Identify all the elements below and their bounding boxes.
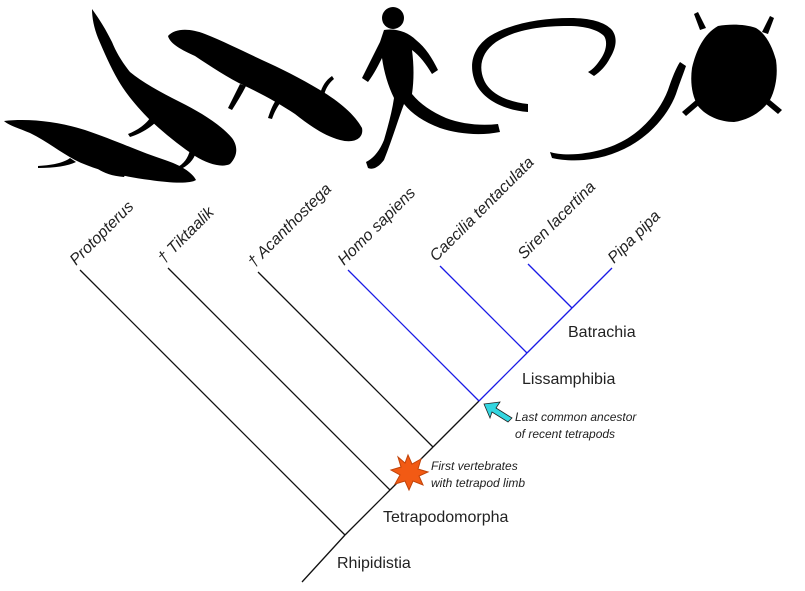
star-icon	[389, 453, 430, 492]
clade-labels: Batrachia Lissamphibia Tetrapodomorpha R…	[337, 324, 636, 572]
taxon-acanthostega: † Acanthostega	[245, 181, 335, 271]
branch-stem-to-lca	[432, 400, 480, 448]
branch-root	[301, 534, 346, 583]
limb-note-line2: with tetrapod limb	[431, 476, 525, 490]
branch-caecilia	[439, 265, 528, 354]
tiktaalik-silhouette	[92, 9, 237, 170]
branch-pipa	[571, 267, 613, 309]
taxon-pipa: Pipa pipa	[605, 208, 664, 267]
caecilia-silhouette	[472, 18, 616, 112]
branch-siren	[527, 263, 573, 309]
branch-lissamphibia-to-batrachia	[526, 307, 573, 354]
clade-lissamphibia: Lissamphibia	[522, 371, 615, 388]
lca-note-line1: Last common ancestor	[515, 410, 637, 424]
taxon-homo-sapiens: Homo sapiens	[335, 184, 419, 268]
arrow-icon	[483, 401, 513, 423]
limb-annotation: First vertebrates with tetrapod limb	[389, 453, 525, 492]
taxon-tiktaalik: † Tiktaalik	[155, 203, 219, 267]
branch-acanthostega	[257, 271, 434, 448]
protopterus-silhouette	[4, 120, 196, 183]
branch-homo	[347, 269, 480, 402]
pipa-silhouette	[682, 12, 782, 122]
branch-rhipidistia-stem	[344, 489, 391, 536]
acanthostega-silhouette	[168, 29, 363, 142]
taxon-siren: Siren lacertina	[515, 178, 599, 262]
siren-silhouette	[550, 62, 686, 161]
clade-rhipidistia: Rhipidistia	[337, 555, 411, 572]
lca-note-line2: of recent tetrapods	[515, 427, 615, 441]
clade-batrachia: Batrachia	[568, 324, 636, 341]
lca-annotation: Last common ancestor of recent tetrapods	[483, 401, 637, 441]
taxon-protopterus: Protopterus	[67, 198, 138, 269]
clade-tetrapodomorpha: Tetrapodomorpha	[383, 509, 509, 526]
tree-branches	[79, 263, 613, 583]
branch-protopterus	[79, 269, 346, 536]
homo-sapiens-silhouette	[362, 7, 500, 169]
limb-note-line1: First vertebrates	[431, 459, 518, 473]
branch-lca-to-lissamphibia	[478, 352, 528, 402]
branch-tiktaalik	[167, 267, 391, 491]
